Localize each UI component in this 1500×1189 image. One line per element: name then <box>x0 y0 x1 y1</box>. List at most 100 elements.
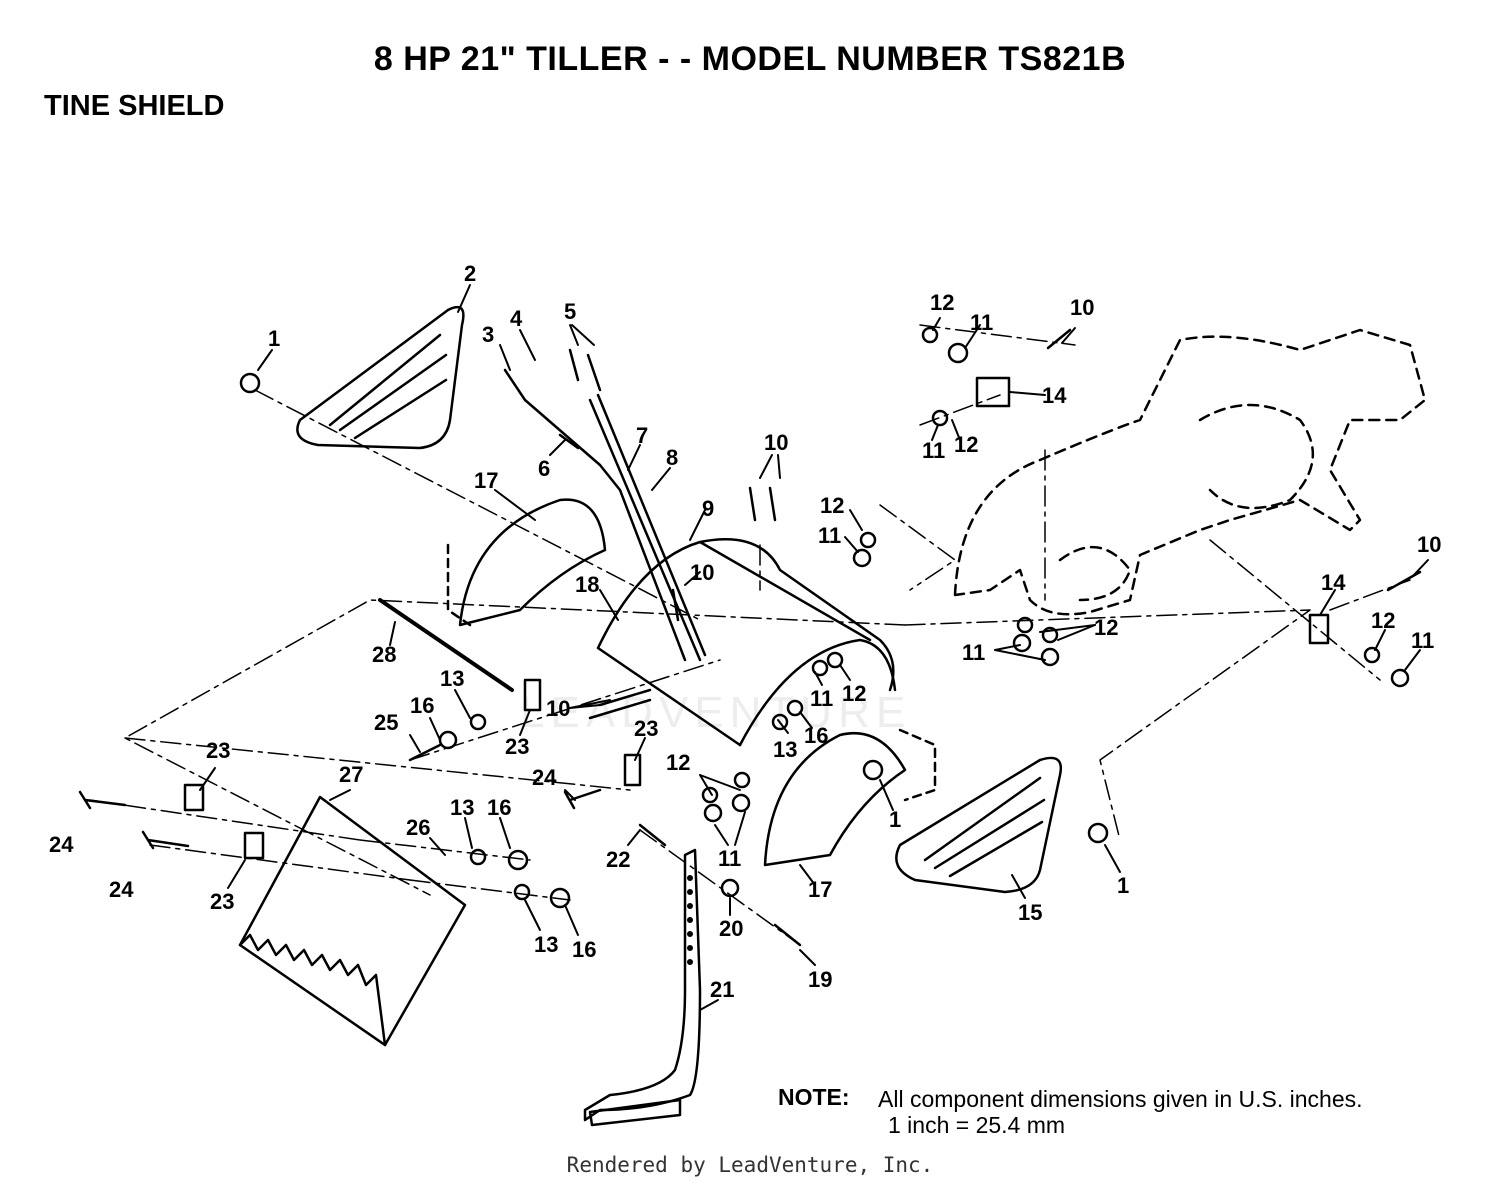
bolt <box>78 790 127 810</box>
washer <box>771 713 789 731</box>
hex-nut <box>507 849 529 871</box>
hood-flap <box>738 638 897 747</box>
end-plate-right-rib <box>923 776 1046 878</box>
bolt <box>588 688 652 720</box>
leader-line <box>454 689 471 719</box>
callout-1: 1 <box>1117 873 1129 898</box>
end-plate-left-rib <box>328 333 448 440</box>
assembly-line <box>409 659 721 761</box>
callout-20: 20 <box>719 916 743 941</box>
depth-bar-holes <box>687 875 693 965</box>
callout-12: 12 <box>1371 608 1395 633</box>
leader-line <box>951 419 961 441</box>
assembly-line <box>124 737 631 791</box>
callout-23: 23 <box>634 716 658 741</box>
leader-line <box>699 774 741 796</box>
leader-line <box>689 509 706 541</box>
washer <box>826 651 844 669</box>
leader-line <box>1061 327 1076 344</box>
assembly-line <box>639 829 801 946</box>
bolt <box>671 588 680 622</box>
callout-13: 13 <box>534 932 558 957</box>
leader-line <box>684 571 701 586</box>
callout-13: 13 <box>450 795 474 820</box>
callout-10: 10 <box>1070 295 1094 320</box>
callout-24: 24 <box>532 765 557 790</box>
hex-nut <box>1087 822 1109 844</box>
washer <box>469 848 487 866</box>
leader-line <box>494 489 536 521</box>
fender-right-bracket <box>898 728 937 802</box>
leader-line <box>799 949 816 966</box>
callout-16: 16 <box>804 723 828 748</box>
bolt <box>563 788 602 810</box>
washer <box>733 771 751 789</box>
callout-17: 17 <box>474 468 498 493</box>
washer <box>811 659 829 677</box>
leader-line <box>457 284 471 313</box>
callout-13: 13 <box>440 666 464 691</box>
callout-14: 14 <box>1321 570 1346 595</box>
callout-18: 18 <box>575 572 599 597</box>
hex-nut <box>438 730 458 750</box>
watermark: LEADVENTURE <box>520 688 912 737</box>
callout-26: 26 <box>406 815 430 840</box>
fender-left-bracket <box>446 543 472 627</box>
callout-6: 6 <box>538 456 550 481</box>
callouts: 1 2 3 4 5 6 7 8 9 10 10 10 10 10 12 11 1… <box>49 261 1441 1002</box>
callout-24: 24 <box>49 832 74 857</box>
rod <box>378 598 514 692</box>
callout-1: 1 <box>268 326 280 351</box>
bolt <box>141 830 190 850</box>
washer <box>469 713 487 731</box>
callout-23: 23 <box>505 734 529 759</box>
leader-line <box>839 664 851 681</box>
assembly-line <box>1209 539 1381 681</box>
leader-line <box>1374 629 1386 651</box>
callout-17: 17 <box>808 877 832 902</box>
callout-11: 11 <box>1411 628 1434 653</box>
leader-line <box>699 999 719 1011</box>
leader-line <box>429 717 441 741</box>
leader-line <box>564 789 576 801</box>
callout-25: 25 <box>374 710 398 735</box>
callout-12: 12 <box>666 750 690 775</box>
callout-10: 10 <box>1417 532 1441 557</box>
hex-nut <box>947 342 969 364</box>
tiller-frame <box>953 328 1427 616</box>
leader-line <box>849 509 863 531</box>
bolt <box>1046 328 1072 350</box>
callout-14: 14 <box>1042 383 1067 408</box>
callout-11: 11 <box>922 438 945 463</box>
hinge-bracket <box>243 831 265 860</box>
callout-16: 16 <box>410 693 434 718</box>
leader-line <box>429 837 446 856</box>
callout-28: 28 <box>372 642 396 667</box>
washer <box>1041 626 1059 644</box>
page-title: 8 HP 21" TILLER - - MODEL NUMBER TS821B <box>373 40 1127 78</box>
callout-9: 9 <box>702 496 714 521</box>
hinge-bracket <box>523 678 542 712</box>
section-title: TINE SHIELD <box>44 90 225 122</box>
callout-3: 3 <box>482 322 494 347</box>
leader-line <box>569 699 611 709</box>
callout-16: 16 <box>487 795 511 820</box>
leader-line <box>464 817 473 849</box>
callout-10: 10 <box>690 560 714 585</box>
assembly-line <box>919 394 1001 426</box>
callout-19: 19 <box>808 967 832 992</box>
hex-nut <box>1390 668 1410 688</box>
leader-line <box>499 817 511 849</box>
hex-nut <box>703 803 723 823</box>
callout-12: 12 <box>954 432 978 457</box>
leader-line <box>964 324 981 349</box>
leader-line <box>549 439 566 456</box>
hex-nut <box>239 372 261 394</box>
leader-line <box>564 904 579 936</box>
leader-line <box>799 864 816 886</box>
leader-line <box>634 737 646 761</box>
leader-line <box>932 317 941 331</box>
leader-line <box>931 424 939 441</box>
callout-12: 12 <box>930 290 954 315</box>
callout-11: 11 <box>818 523 841 548</box>
